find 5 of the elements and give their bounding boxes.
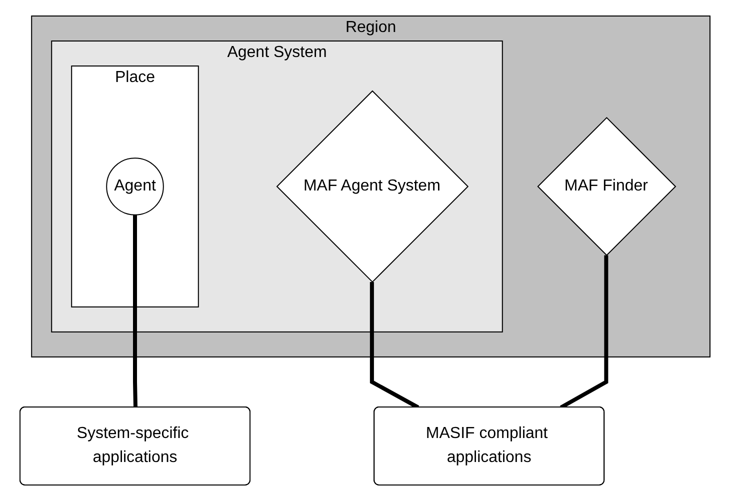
connector: [133, 214, 138, 408]
node-diamond: MAF Agent System: [276, 90, 469, 283]
node-circle: Agent: [106, 158, 164, 216]
node-text: System-specific applications: [76, 424, 189, 466]
node-diamond: MAF Finder: [537, 117, 676, 256]
